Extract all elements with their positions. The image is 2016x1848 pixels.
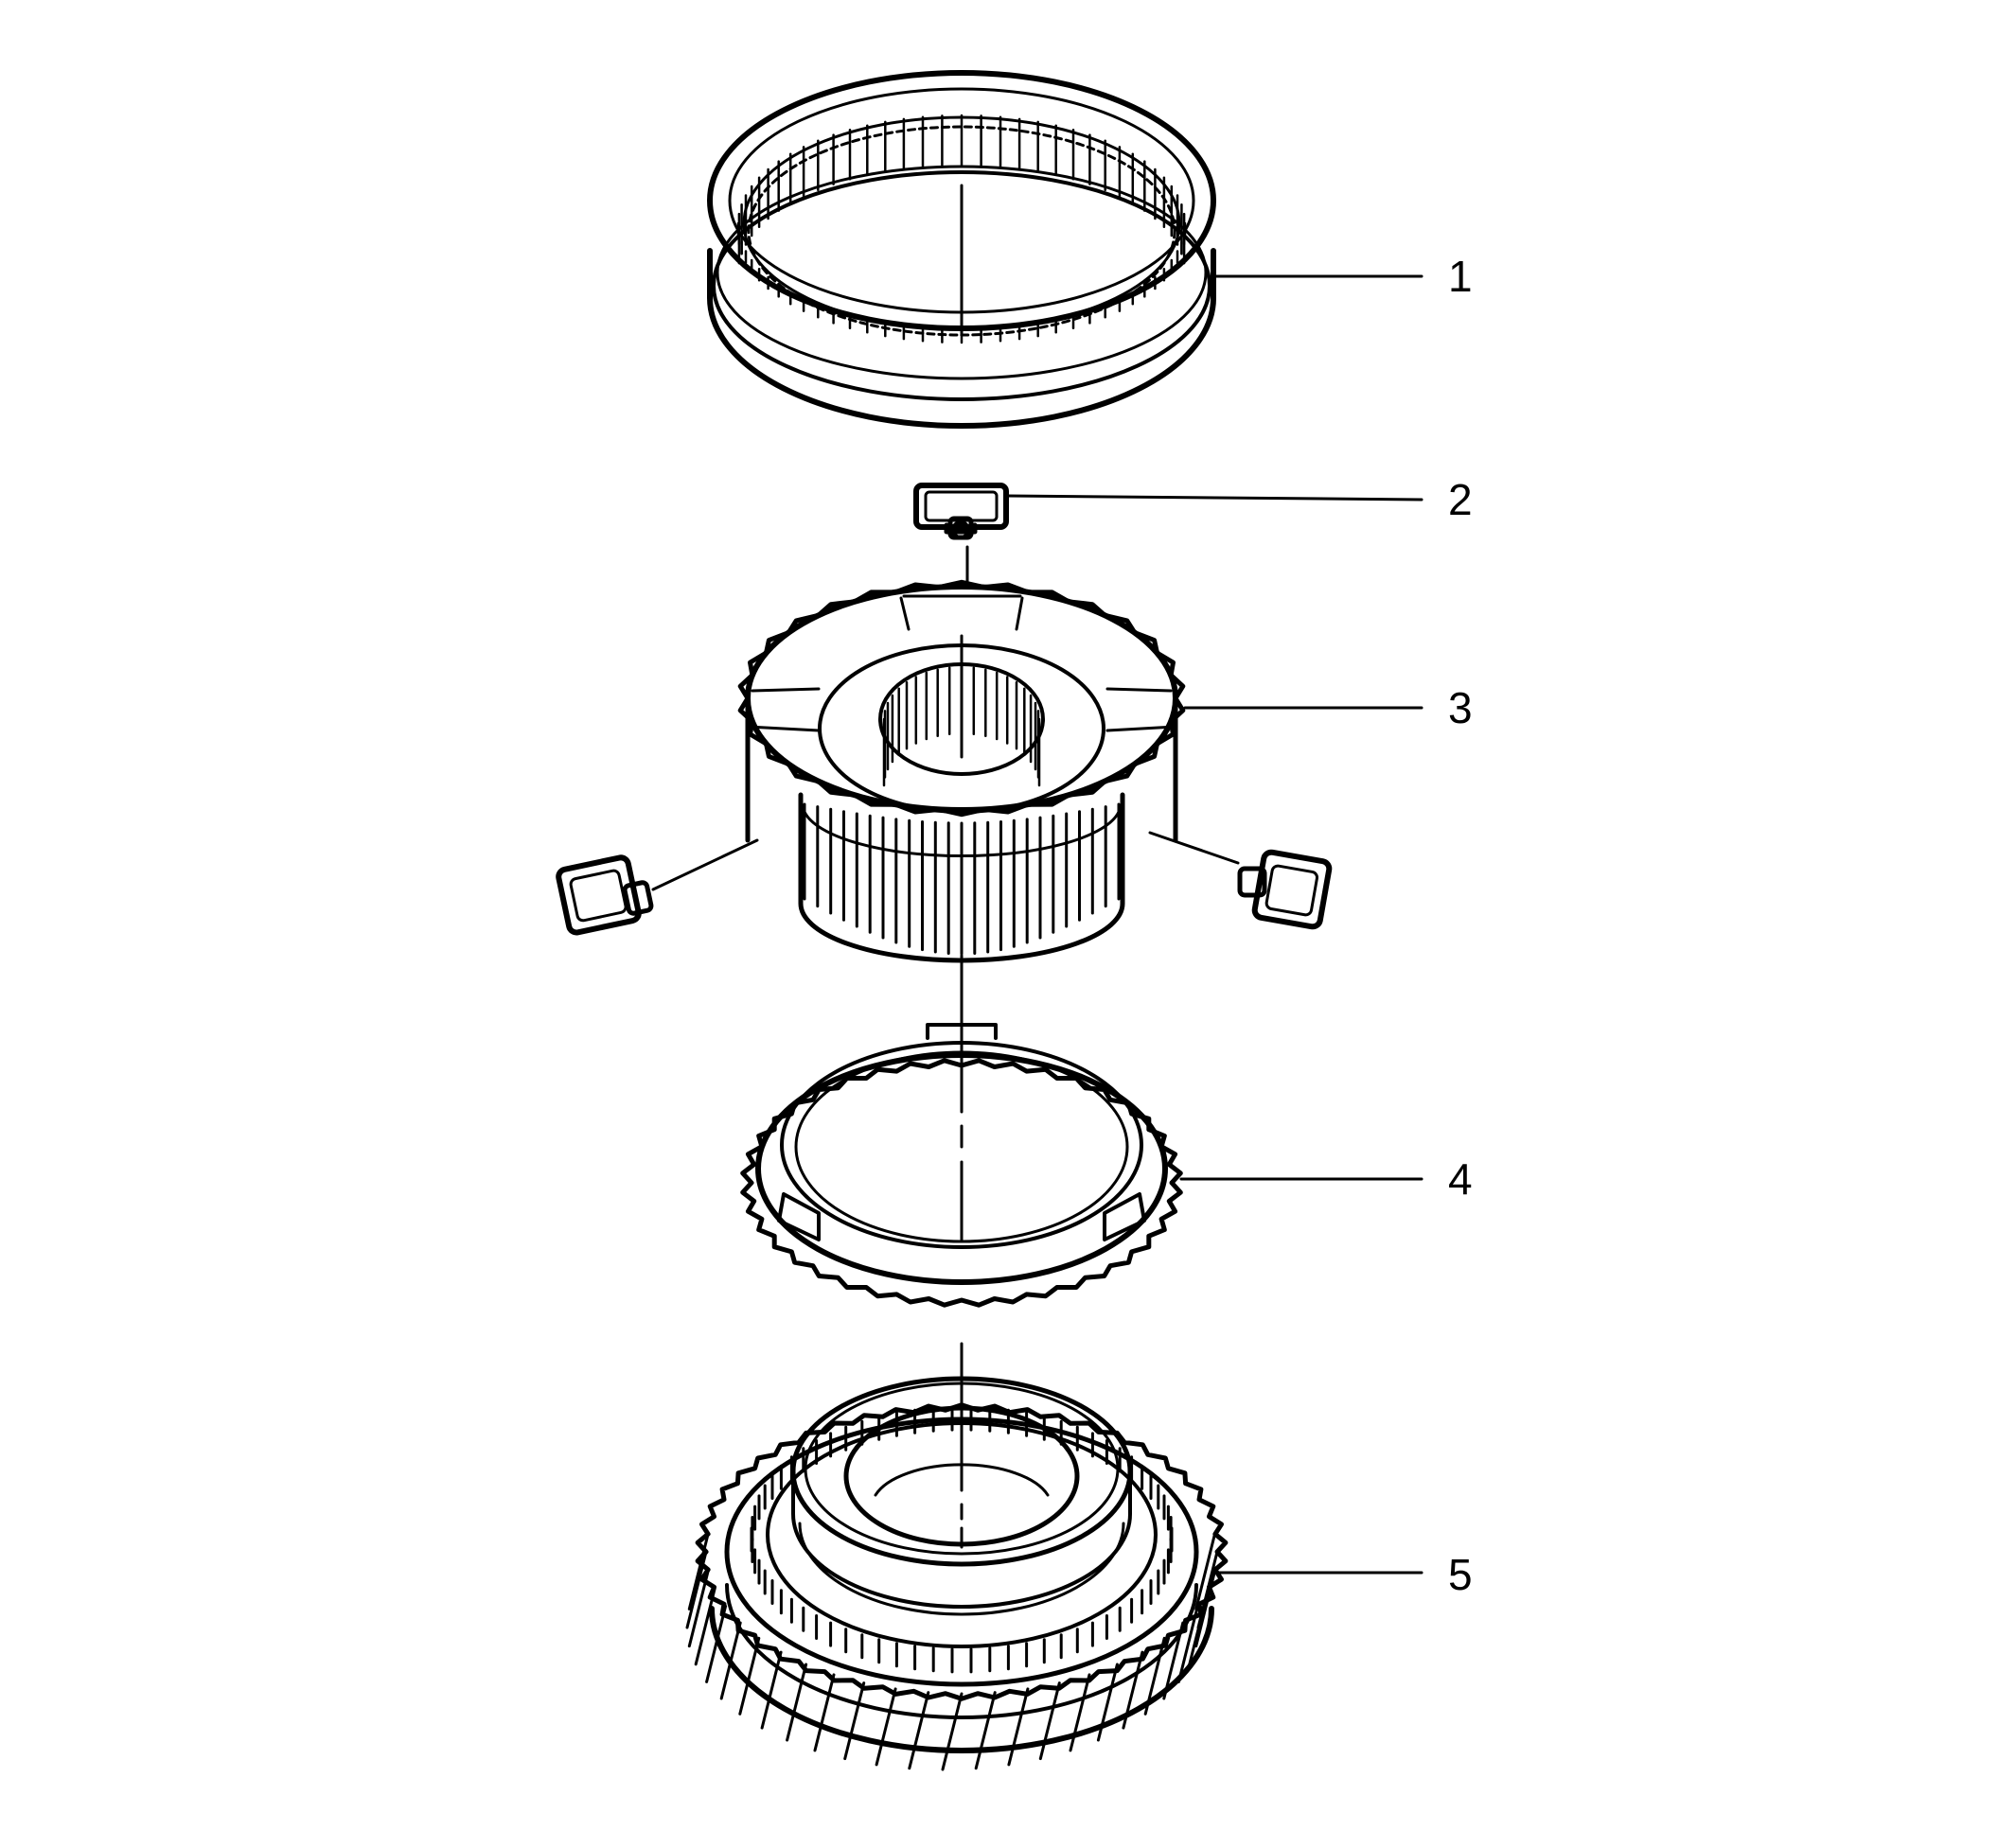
gear-helical-tooth [941,1692,964,1771]
part-3-synchronizer-hub [737,579,1186,963]
gear-helical-tooth [687,1569,710,1648]
gear-helical-tooth [1188,1587,1211,1666]
callout-4: 4 [1179,1154,1473,1204]
gear-helical-tooth [813,1673,836,1752]
callout-5: 5 [1211,1550,1473,1599]
callout-2-label: 2 [1448,475,1473,524]
blocker-ring-tooth-profile [740,1058,1183,1308]
callout-3: 3 [1183,683,1473,732]
part-3-side-key-right [1148,831,1333,930]
callout-5-label: 5 [1448,1550,1473,1599]
callout-1-label: 1 [1448,252,1473,301]
callout-1: 1 [1211,252,1473,301]
gear-helical-tooth [1176,1604,1199,1683]
part-4-blocker-ring [740,954,1183,1308]
gear-helical-tooth [1069,1673,1091,1752]
part-5-helical-gear [685,1342,1229,1771]
gear-helical-tooth [685,1550,708,1629]
callout-4-label: 4 [1448,1154,1473,1204]
gear-helical-tooth [687,1531,710,1610]
gear-helical-tooth [1038,1681,1061,1761]
gear-helical-tooth [843,1681,866,1761]
gear-helical-tooth [1007,1687,1030,1767]
part-3-side-key-left [556,838,759,936]
gear-helical-tooth [1194,1531,1217,1610]
gear-helical-tooth [974,1691,997,1770]
gear-helical-tooth [908,1691,930,1770]
callout-2: 2 [1005,475,1473,524]
callout-2-leader [1005,494,1424,502]
gear-helical-tooth [705,1604,728,1683]
gear-helical-tooth [694,1587,716,1666]
hub-lower-splines [803,802,1121,956]
sleeve-inner-splines [736,114,1187,344]
part-1-synchronizer-sleeve [707,70,1216,429]
gear-helical-teeth [685,1402,1229,1771]
gear-helical-tooth [1194,1569,1217,1648]
gear-helical-tooth [786,1663,808,1742]
callout-3-label: 3 [1448,683,1473,732]
gear-helical-tooth [875,1687,897,1767]
gear-helical-tooth [760,1650,783,1730]
part-2-synchronizer-key [913,483,1009,589]
blocker-ring-teeth [740,1058,1183,1308]
